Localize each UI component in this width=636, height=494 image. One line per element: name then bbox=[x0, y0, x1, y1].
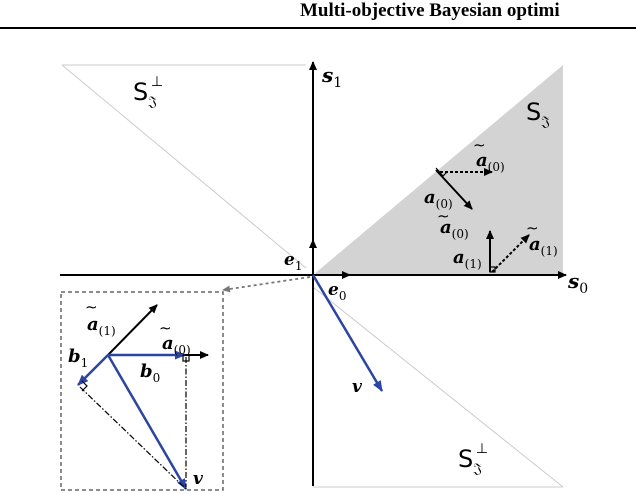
inset-a0-tilde-label: ∼ a(0) bbox=[159, 319, 191, 357]
inset-box bbox=[60, 291, 224, 491]
svg-text:a(0): a(0) bbox=[440, 217, 469, 241]
perp-top-label: S𝔍⊥ bbox=[133, 74, 163, 110]
svg-text:∼: ∼ bbox=[526, 219, 539, 237]
inset-connector bbox=[222, 276, 311, 293]
a0-right-angle bbox=[435, 167, 448, 177]
a0-label: a(0) bbox=[424, 187, 453, 211]
inset-right-angle-a0 bbox=[182, 354, 190, 362]
a1-right-angle bbox=[489, 266, 496, 273]
svg-text:a(1): a(1) bbox=[87, 314, 116, 338]
running-title: Multi-objective Bayesian optimi bbox=[300, 0, 560, 21]
perp-region-bottom bbox=[312, 286, 564, 488]
v-arrow bbox=[311, 274, 384, 392]
svg-text:∼: ∼ bbox=[473, 136, 486, 154]
a1-tilde-label: ∼ a(1) bbox=[526, 219, 558, 258]
svg-text:a(0): a(0) bbox=[476, 150, 505, 174]
header-rule bbox=[0, 27, 636, 29]
inset-b0-label: b0 bbox=[140, 361, 160, 385]
inset-projection-line-a1 bbox=[79, 386, 187, 490]
svg-text:a(0): a(0) bbox=[162, 333, 191, 357]
inset-v-label: v bbox=[193, 469, 204, 489]
inset-b1-arrow bbox=[77, 354, 109, 386]
e0-label: e0 bbox=[328, 280, 346, 303]
cone-label: S𝔍 bbox=[526, 98, 550, 130]
inset-b1-label: b1 bbox=[68, 346, 88, 370]
a1-label: a(1) bbox=[453, 247, 482, 271]
a0-arrow bbox=[435, 169, 473, 210]
a1-tilde-arrow bbox=[491, 234, 530, 273]
perp-region-top bbox=[61, 64, 307, 269]
s0-label: s0 bbox=[567, 269, 588, 297]
v-label: v bbox=[352, 377, 363, 397]
a0-tilde-label: ∼ a(0) bbox=[473, 136, 505, 174]
inset-right-angle-a1 bbox=[81, 380, 88, 392]
s1-label: s1 bbox=[321, 63, 342, 91]
svg-text:∼: ∼ bbox=[159, 319, 172, 337]
svg-text:∼: ∼ bbox=[437, 207, 450, 225]
svg-text:a(1): a(1) bbox=[529, 234, 558, 258]
inset-a1-tilde-label: ∼ a(1) bbox=[85, 298, 116, 338]
inset-v-arrow bbox=[106, 354, 188, 490]
a0-tilde-2-label: ∼ a(0) bbox=[437, 207, 469, 241]
svg-text:∼: ∼ bbox=[85, 298, 98, 316]
inset-a1-tilde-arrow bbox=[107, 304, 158, 356]
e1-label: e1 bbox=[284, 250, 302, 273]
perp-bottom-label: S𝔍⊥ bbox=[458, 441, 488, 477]
